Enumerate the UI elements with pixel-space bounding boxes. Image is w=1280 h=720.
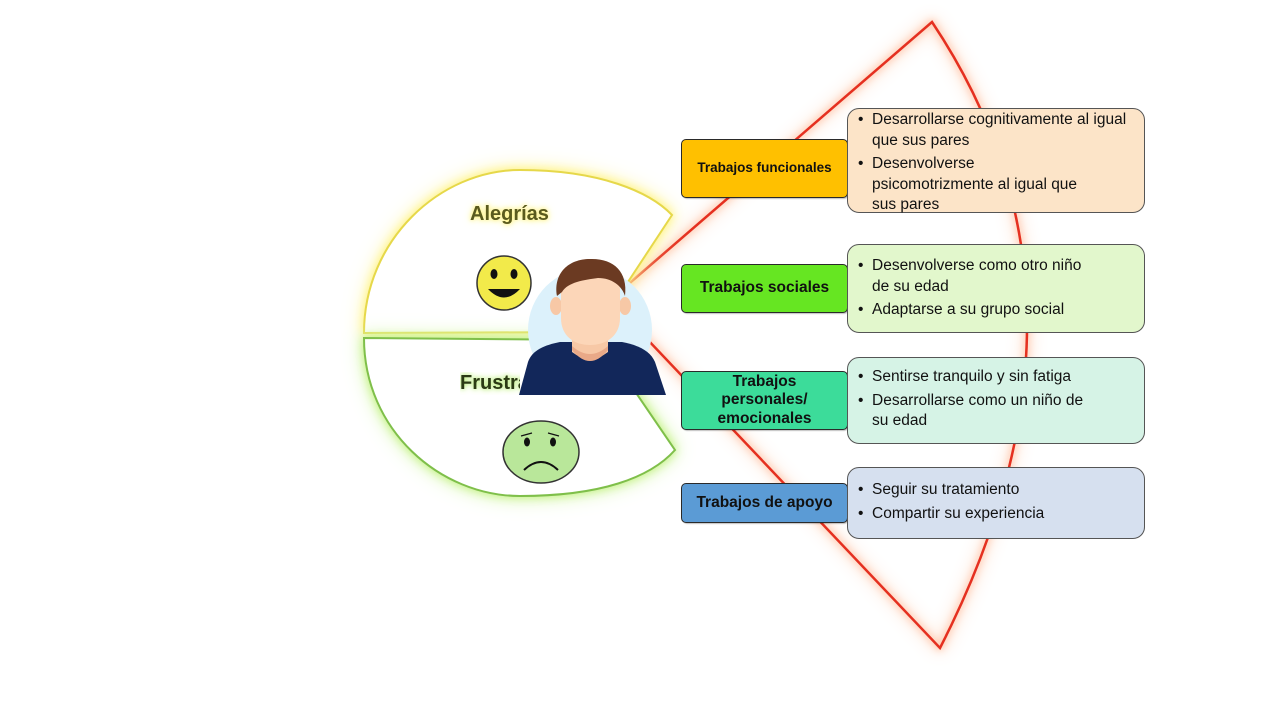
category-label: Trabajos de apoyo (696, 493, 833, 511)
detail-item: Compartir su experiencia (858, 504, 1138, 525)
detail-personal-emotional-jobs: Sentirse tranquilo y sin fatiga Desarrol… (847, 357, 1145, 444)
category-label: Trabajos sociales (699, 279, 830, 297)
category-support-jobs: Trabajos de apoyo (681, 483, 848, 523)
category-social-jobs: Trabajos sociales (681, 264, 848, 313)
frustrations-label: Frustraciones (460, 372, 520, 394)
category-label: Trabajos funcionales (697, 160, 832, 176)
category-functional-jobs: Trabajos funcionales (681, 139, 848, 198)
detail-social-jobs: Desenvolverse como otro niño de su edad … (847, 244, 1145, 333)
sad-face-icon (502, 420, 580, 484)
detail-item: Adaptarse a su grupo social (858, 300, 1138, 321)
joys-label: Alegrías (470, 203, 549, 225)
detail-support-jobs: Seguir su tratamiento Compartir su exper… (847, 467, 1145, 539)
happy-face-icon (476, 255, 532, 311)
detail-item: Desenvolverse como otro niño de su edad (858, 256, 1138, 297)
detail-item: Desarrollarse como un niño de su edad (858, 391, 1138, 432)
detail-item: Desenvolverse psicomotrizmente al igual … (858, 154, 1138, 216)
detail-item: Seguir su tratamiento (858, 480, 1138, 501)
category-label: Trabajos personales/ emocionales (717, 372, 812, 427)
detail-item: Sentirse tranquilo y sin fatiga (858, 367, 1138, 388)
detail-functional-jobs: Desarrollarse cognitivamente al igual qu… (847, 108, 1145, 213)
person-avatar-icon (519, 258, 666, 395)
category-personal-emotional-jobs: Trabajos personales/ emocionales (681, 371, 848, 430)
detail-item: Desarrollarse cognitivamente al igual qu… (858, 110, 1138, 151)
